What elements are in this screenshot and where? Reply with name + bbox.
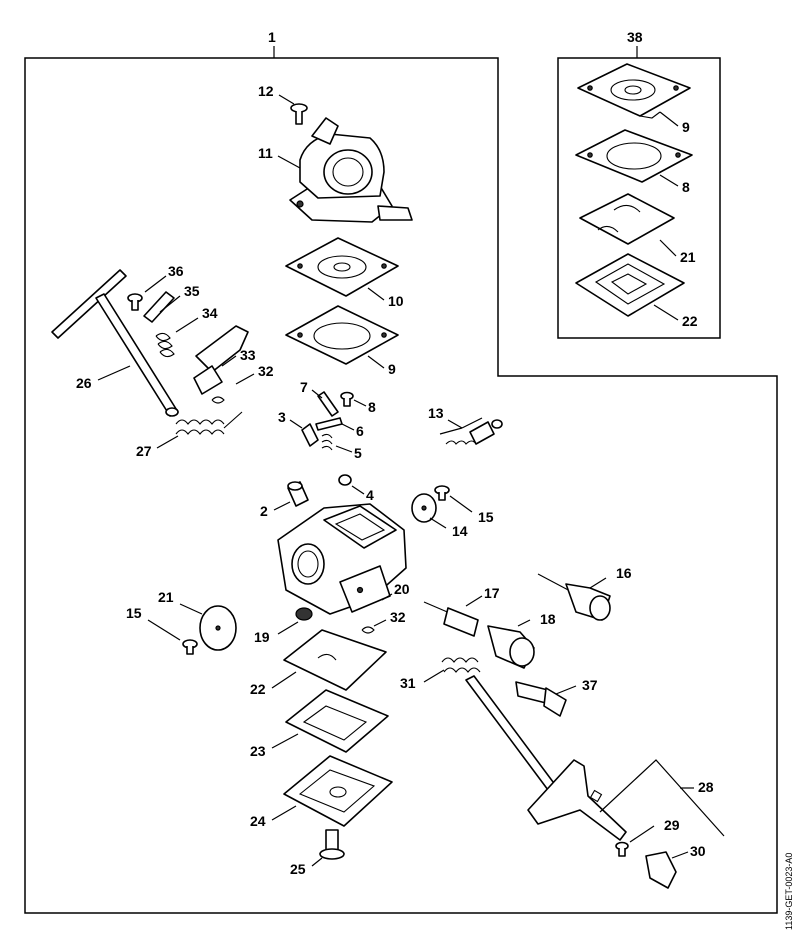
label-27: 27 [136, 443, 152, 459]
label-20: 20 [394, 581, 410, 597]
spring-plug-13 [445, 419, 503, 445]
label-35: 35 [184, 283, 200, 299]
gasket-22-lower [283, 629, 387, 691]
screw-36 [127, 293, 143, 311]
label-17: 17 [484, 585, 500, 601]
circlip-32-top [211, 396, 225, 404]
label-36: 36 [168, 263, 184, 279]
spring-31 [441, 657, 481, 673]
lever-35 [143, 291, 175, 323]
circlip-32-lower [361, 626, 375, 634]
label-29: 29 [664, 817, 680, 833]
label-31: 31 [400, 675, 416, 691]
diaphragm-10 [285, 237, 399, 297]
spring-27 [175, 411, 243, 435]
adjusting-screw-17 [423, 601, 479, 637]
kit-gasket-8 [575, 129, 693, 183]
label-25: 25 [290, 861, 306, 877]
cover-24 [283, 755, 393, 827]
drawing-code: 1139-GET-0023-A0 [784, 853, 794, 930]
limiter-cap-16 [537, 573, 611, 621]
screw-29 [615, 841, 629, 857]
label-32-top: 32 [258, 363, 274, 379]
screw-15-top [434, 485, 450, 501]
screw-25 [319, 829, 345, 860]
label-15-lower: 15 [126, 605, 142, 621]
screw-8 [340, 391, 354, 407]
spring-5 [321, 433, 333, 451]
label-28: 28 [698, 779, 714, 795]
label-5: 5 [354, 445, 362, 461]
carburetor-body [277, 503, 407, 615]
gasket-9 [285, 305, 399, 365]
label-19: 19 [254, 629, 270, 645]
label-33: 33 [240, 347, 256, 363]
label-2: 2 [260, 503, 268, 519]
label-22: 22 [250, 681, 266, 697]
label-15-top: 15 [478, 509, 494, 525]
label-34: 34 [202, 305, 218, 321]
label-1: 1 [268, 29, 276, 45]
kit-gasket-21 [579, 193, 675, 245]
gasket-23 [285, 689, 389, 753]
lever-6 [315, 417, 343, 431]
assembly-frame [24, 57, 778, 914]
pin-7 [317, 391, 339, 417]
label-21-lower: 21 [158, 589, 174, 605]
knob-30 [645, 851, 677, 889]
gasket-21-lower [199, 605, 237, 651]
label-30: 30 [690, 843, 706, 859]
label-21-kit: 21 [680, 249, 696, 265]
kit-gasket-22 [575, 253, 685, 317]
label-23: 23 [250, 743, 266, 759]
label-7: 7 [300, 379, 308, 395]
label-12: 12 [258, 83, 274, 99]
screw-15-lower [182, 639, 198, 655]
label-24: 24 [250, 813, 266, 829]
label-13: 13 [428, 405, 444, 421]
throttle-shaft-28 [465, 675, 627, 841]
label-14: 14 [452, 523, 468, 539]
needle-3 [301, 423, 319, 447]
label-37: 37 [582, 677, 598, 693]
label-18: 18 [540, 611, 556, 627]
label-4: 4 [366, 487, 374, 503]
screw-12 [290, 103, 308, 125]
label-9: 9 [388, 361, 396, 377]
label-3: 3 [278, 409, 286, 425]
label-22-kit: 22 [682, 313, 698, 329]
throttle-housing-11 [289, 117, 413, 223]
plug-4 [338, 474, 352, 486]
label-11: 11 [258, 145, 273, 161]
gasket-kit-frame [557, 57, 721, 339]
washer-14 [411, 493, 437, 523]
label-26: 26 [76, 375, 92, 391]
label-10: 10 [388, 293, 404, 309]
kit-diaphragm-9 [577, 63, 691, 119]
spring-34 [155, 332, 175, 358]
label-6: 6 [356, 423, 364, 439]
lever-33 [193, 325, 249, 395]
filter-screen-19 [295, 607, 313, 621]
label-8: 8 [368, 399, 376, 415]
label-16: 16 [616, 565, 632, 581]
label-38: 38 [627, 29, 643, 45]
label-8-kit: 8 [682, 179, 690, 195]
label-32-lower: 32 [390, 609, 406, 625]
limiter-cap-18 [487, 625, 535, 669]
choke-shaft-26 [51, 269, 179, 417]
label-9-kit: 9 [682, 119, 690, 135]
plug-2 [287, 481, 309, 507]
idle-screw-37 [515, 681, 567, 717]
